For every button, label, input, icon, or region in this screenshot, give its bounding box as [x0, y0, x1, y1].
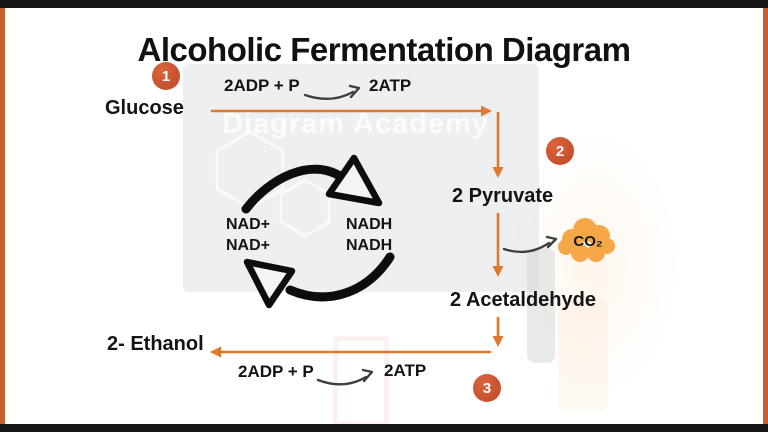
- co2-cloud-icon: [558, 218, 615, 262]
- co2-release-arrow: [502, 241, 551, 254]
- frame-bottom-bar: [0, 424, 768, 432]
- reaction-top-product: 2ATP: [369, 76, 412, 95]
- node-pyruvate: 2 Pyruvate: [452, 185, 554, 207]
- cycle-nadh-2: NADH: [346, 237, 393, 254]
- arrowhead-swoosh: [545, 235, 558, 249]
- frame-top-bar: [0, 0, 768, 8]
- reaction-top-substrate: 2ADP + P: [224, 76, 300, 95]
- cycle-nad-plus-1: NAD+: [226, 216, 271, 233]
- step-badge-1: 1: [152, 62, 180, 90]
- background-chair: [333, 336, 389, 426]
- background-figure: [527, 248, 555, 363]
- watermark-text: Diagram Academy: [222, 108, 489, 140]
- reaction-bottom-product: 2ATP: [384, 361, 427, 380]
- frame-right-stripe: [763, 0, 768, 432]
- adp-atp-arrow-bottom: [316, 375, 368, 386]
- adp-atp-arrow-top: [303, 90, 355, 100]
- background-chair: [558, 300, 608, 410]
- arrowhead-down: [492, 266, 504, 277]
- cycle-nadh-1: NADH: [346, 216, 393, 233]
- arrowhead-swoosh: [361, 368, 374, 383]
- step-badge-3: 3: [473, 374, 501, 402]
- frame-left-stripe: [0, 0, 5, 432]
- node-glucose: Glucose: [105, 97, 184, 119]
- arrowhead-down: [492, 167, 504, 178]
- reaction-bottom-substrate: 2ADP + P: [238, 362, 314, 381]
- arrowhead-swoosh: [348, 84, 361, 99]
- cycle-arrowhead-left: [243, 258, 296, 309]
- arrowhead-right: [481, 105, 492, 117]
- cycle-arrowhead-right: [325, 154, 383, 207]
- co2-label: CO₂: [573, 233, 603, 250]
- step-badge-2: 2: [546, 137, 574, 165]
- node-acetaldehyde: 2 Acetaldehyde: [450, 289, 596, 311]
- background-glow: [510, 130, 680, 400]
- node-ethanol: 2- Ethanol: [107, 333, 204, 355]
- arrowhead-left: [210, 346, 221, 358]
- nad-cycle-icon: [241, 154, 395, 309]
- page-title: Alcoholic Fermentation Diagram: [137, 31, 631, 69]
- cycle-nad-plus-2: NAD+: [226, 237, 271, 254]
- arrowhead-down: [492, 336, 504, 347]
